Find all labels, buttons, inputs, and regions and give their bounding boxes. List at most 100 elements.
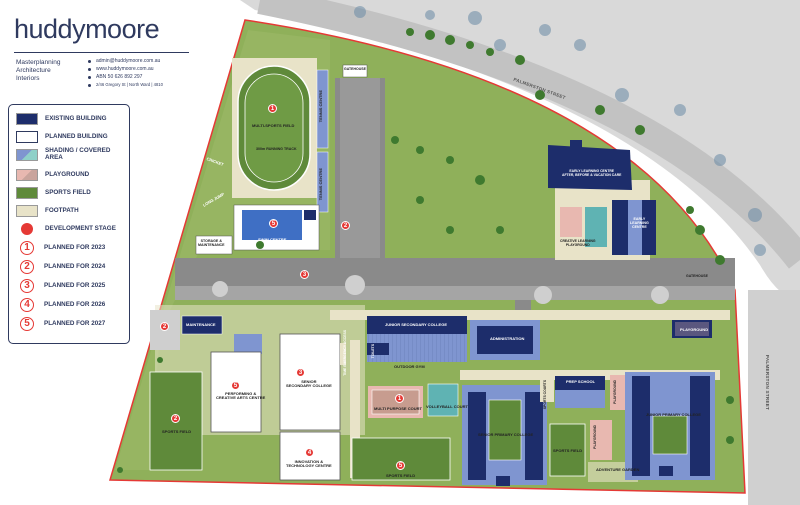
stage-marker: 2	[171, 414, 180, 423]
legend-swatch	[16, 149, 38, 161]
legend-item-sports-field: SPORTS FIELD	[16, 185, 91, 201]
legend-item-shading: SHADING / COVERED AREA	[16, 147, 115, 163]
legend-swatch	[16, 187, 38, 199]
label-playground: PLAYGROUND	[680, 327, 709, 332]
label-administration: ADMINISTRATION	[490, 336, 525, 341]
legend-stage-1: 1 PLANNED FOR 2023	[16, 240, 105, 256]
tagline: Interiors	[16, 75, 40, 82]
label-gatehouse: GATEHOUSE	[686, 274, 708, 278]
email-icon	[88, 60, 91, 63]
legend-label: SPORTS FIELD	[45, 188, 91, 196]
legend-label: PLANNED BUILDING	[45, 132, 108, 140]
label-sports-field: SPORTS FIELD	[553, 448, 583, 453]
stage-number: 1	[20, 241, 34, 255]
legend-stage-3: 3 PLANNED FOR 2025	[16, 278, 105, 294]
label-playground-3: PLAYGROUND	[593, 425, 597, 449]
label-innovation-centre: INNOVATION & TECHNOLOGY CENTRE	[286, 459, 332, 469]
legend-item-existing: EXISTING BUILDING	[16, 111, 107, 127]
stage-marker: 2	[160, 322, 169, 331]
label-adventure-garden: ADVENTURE GARDEN	[596, 467, 640, 472]
stage-number: 4	[20, 298, 34, 312]
stage-marker: 3	[296, 368, 305, 377]
legend-label: EXISTING BUILDING	[45, 114, 107, 122]
stage-marker: 5	[231, 381, 240, 390]
street-label-right: PALMERSTON STREET	[765, 354, 771, 411]
legend-label: SHADING / COVERED AREA	[45, 147, 111, 161]
label-volleyball: VOLLEYBALL COURT	[426, 404, 468, 409]
stage-number: 5	[20, 317, 34, 331]
legend-swatch	[16, 205, 38, 217]
label-prep-school: PREP SCHOOL	[566, 379, 596, 384]
web-icon	[88, 68, 91, 71]
contact-email: admin@huddymoore.com.au	[96, 58, 161, 64]
contact-web: www.huddymoore.com.au	[96, 66, 154, 72]
label-running-track: 300m RUNNING TRACK	[256, 147, 297, 151]
label-multi-purpose-court: MULTI PURPOSE COURT	[374, 406, 422, 411]
stage-number: 2	[20, 260, 34, 274]
legend-stage-4: 4 PLANNED FOR 2026	[16, 297, 105, 313]
contact-address: 2/46 Gregory St | North Ward | 4810	[96, 82, 163, 87]
legend-label: FOOTPATH	[45, 206, 79, 214]
label-tennis-centre: TENNIS CENTRE	[318, 168, 323, 201]
label-gatehouse: GATEHOUSE	[344, 67, 366, 71]
label-outdoor-gym: OUTDOOR GYM	[394, 364, 425, 369]
stage-marker: 5	[269, 219, 278, 228]
stage-marker: 1	[395, 394, 404, 403]
legend-swatch	[16, 169, 38, 181]
legend-label: PLANNED FOR 2026	[44, 300, 106, 308]
label-sports-courts: SPORTS COURTS	[543, 380, 547, 410]
label-emergency-access: TIME EMERGENCY ACCESS	[343, 330, 347, 376]
main-road	[175, 258, 735, 286]
legend-label: PLANNED FOR 2024	[44, 262, 106, 270]
brand-block: huddymoore Masterplanning Architecture I…	[8, 8, 192, 96]
legend-label: PLAYGROUND	[45, 170, 90, 178]
legend-swatch	[21, 223, 33, 235]
sports-field-bottom	[351, 437, 451, 481]
label-creative-playground: CREATIVE LEARNING PLAYGROUND	[560, 239, 596, 247]
tagline: Architecture	[16, 67, 51, 74]
label-storage: STORAGE & MAINTENANCE	[198, 239, 225, 247]
label-junior-primary: JUNIOR PRIMARY COLLEGE	[646, 412, 701, 417]
contact-abn: ABN 50 626 892 297	[96, 74, 143, 80]
senior-secondary-college	[279, 333, 341, 431]
label-sports-field: SPORTS FIELD	[386, 473, 416, 478]
label-swim-centre: SWIM CENTRE	[258, 237, 287, 242]
stage-marker: 3	[300, 270, 309, 279]
label-playground-2: PLAYGROUND	[613, 380, 617, 404]
label-senior-primary: SENIOR PRIMARY COLLEGE	[478, 432, 534, 437]
label-early-learning-2: EARLY LEARNING CENTRE	[630, 217, 649, 229]
palmerston-street-right	[748, 290, 800, 505]
legend-item-playground: PLAYGROUND	[16, 167, 89, 183]
label-senior-secondary: SENIOR SECONDARY COLLEGE	[286, 379, 332, 389]
stage-marker: 4	[305, 448, 314, 457]
legend-swatch	[16, 131, 38, 143]
legend-swatch	[16, 113, 38, 125]
stage-number: 3	[20, 279, 34, 293]
legend-label: PLANNED FOR 2027	[44, 319, 106, 327]
logo-divider	[14, 52, 189, 53]
label-junior-secondary: JUNIOR SECONDARY COLLEGE	[385, 322, 448, 327]
abn-icon	[88, 76, 91, 79]
label-sports-field: SPORTS FIELD	[162, 429, 192, 434]
performing-arts-centre	[210, 351, 262, 433]
legend-item-footpath: FOOTPATH	[16, 203, 79, 219]
stage-marker: 5	[396, 461, 405, 470]
legend-item-planned: PLANNED BUILDING	[16, 129, 108, 145]
location-pin-icon	[88, 84, 91, 87]
map-legend: EXISTING BUILDING PLANNED BUILDING SHADI…	[8, 104, 130, 344]
label-toilets: TOILETS	[371, 344, 375, 359]
legend-label: PLANNED FOR 2023	[44, 243, 106, 251]
legend-stage-2: 2 PLANNED FOR 2024	[16, 259, 105, 275]
label-early-learning: EARLY LEARNING CENTRE AFTER, BEFORE & VA…	[562, 169, 622, 177]
legend-item-stage: DEVELOPMENT STAGE	[16, 221, 116, 237]
tagline: Masterplanning	[16, 59, 61, 66]
legend-stage-5: 5 PLANNED FOR 2027	[16, 316, 105, 332]
sports-field-mid	[549, 423, 586, 477]
label-tennis-centre: TENNIS CENTRE	[318, 90, 323, 123]
legend-label: DEVELOPMENT STAGE	[45, 224, 116, 232]
stage-marker: 1	[268, 104, 277, 113]
stage-marker: 2	[341, 221, 350, 230]
label-multi-sports-field: MULTI-SPORTS FIELD	[252, 123, 295, 128]
label-performing-arts: PERFORMING & CREATIVE ARTS CENTRE	[216, 391, 266, 401]
